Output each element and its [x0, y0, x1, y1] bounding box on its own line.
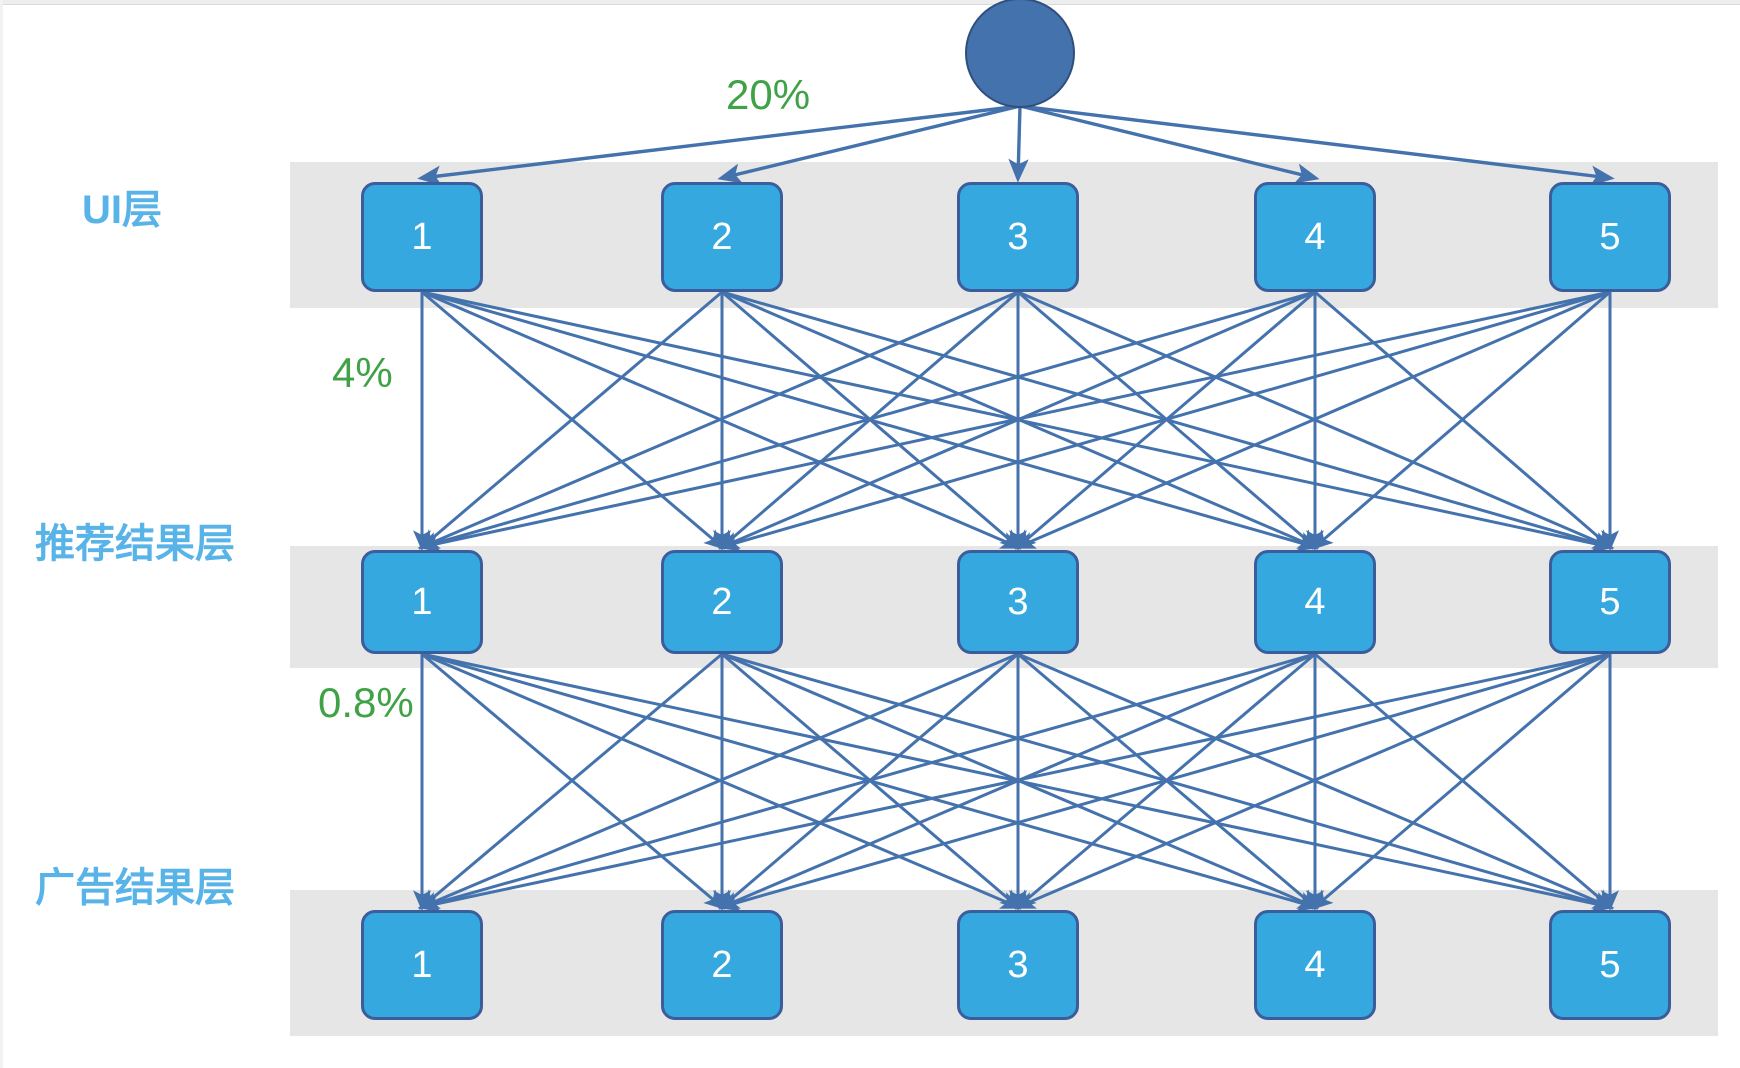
- node-ui-1[interactable]: 1: [361, 182, 483, 292]
- rate-label-root-to-ui: 20%: [726, 71, 811, 118]
- rate-label-ui-to-recommend: 4%: [332, 349, 393, 396]
- node-ads-1[interactable]: 1: [361, 910, 483, 1020]
- left-divider: [0, 0, 3, 1068]
- rate-label-recommend-to-ads: 0.8%: [318, 679, 414, 726]
- node-recommend-5[interactable]: 5: [1549, 550, 1671, 654]
- node-recommend-3[interactable]: 3: [957, 550, 1079, 654]
- node-recommend-1[interactable]: 1: [361, 550, 483, 654]
- edges-recommend-to-ads: [413, 652, 1619, 913]
- root-node[interactable]: [965, 0, 1075, 108]
- layer-label-ads: 广告结果层: [35, 866, 235, 910]
- node-ui-2[interactable]: 2: [661, 182, 783, 292]
- node-ads-3[interactable]: 3: [957, 910, 1079, 1020]
- edges-ui-to-recommend: [413, 290, 1619, 553]
- node-recommend-2[interactable]: 2: [661, 550, 783, 654]
- node-ads-2[interactable]: 2: [661, 910, 783, 1020]
- top-divider: [0, 0, 1740, 5]
- node-ui-5[interactable]: 5: [1549, 182, 1671, 292]
- node-recommend-4[interactable]: 4: [1254, 550, 1376, 654]
- layer-label-ui: UI层: [82, 188, 162, 232]
- node-ui-4[interactable]: 4: [1254, 182, 1376, 292]
- node-ads-4[interactable]: 4: [1254, 910, 1376, 1020]
- node-ads-5[interactable]: 5: [1549, 910, 1671, 1020]
- layer-label-recommend: 推荐结果层: [35, 522, 235, 566]
- node-ui-3[interactable]: 3: [957, 182, 1079, 292]
